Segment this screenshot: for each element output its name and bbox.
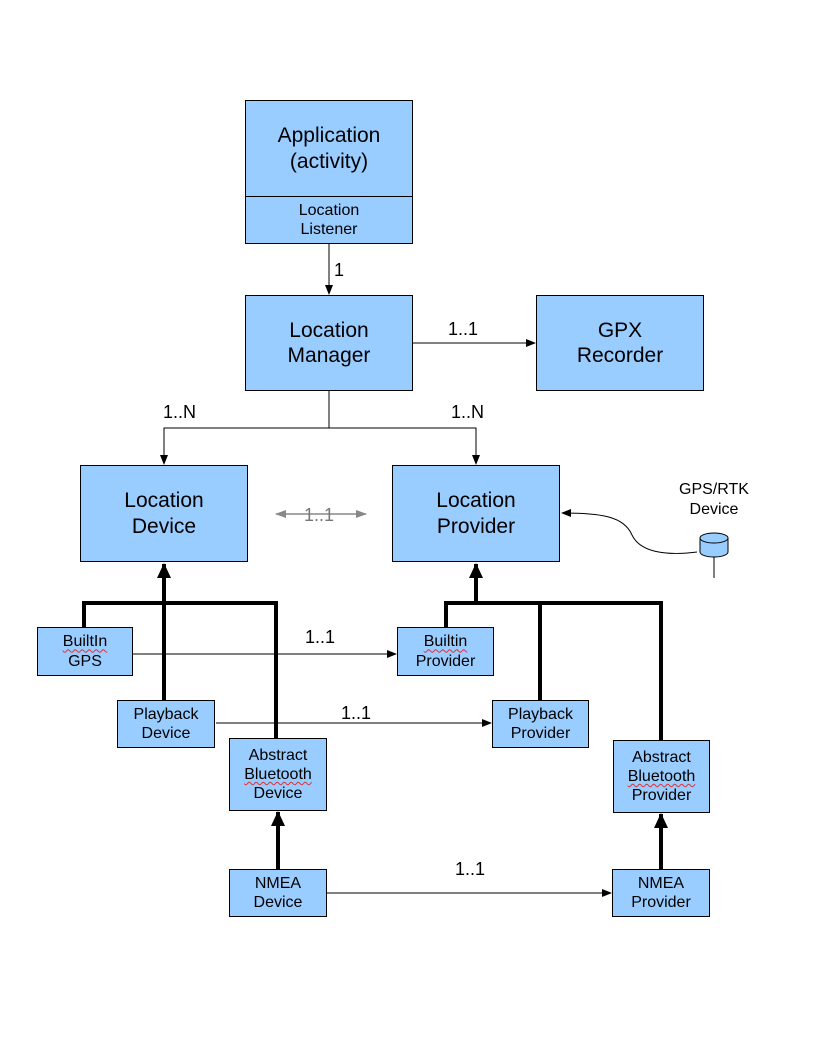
abstract-bt-provider-line1: Abstract: [632, 748, 691, 766]
playback-provider-line1: Playback: [508, 705, 573, 723]
abstract-bt-device-line1: Abstract: [248, 746, 308, 764]
gps-rtk-curve-arrow: [561, 509, 698, 554]
abstract-bluetooth-device-box: Abstract Bluetooth Device: [229, 738, 327, 811]
location-manager-box: Location Manager: [245, 295, 413, 391]
location-provider-line1: Location: [436, 489, 516, 513]
abstract-bluetooth-provider-box: Abstract Bluetooth Provider: [613, 740, 710, 813]
gpx-recorder-box: GPX Recorder: [536, 295, 704, 391]
playback-device-line2: Device: [141, 725, 191, 742]
abstract-bt-provider-line2: Bluetooth: [627, 767, 696, 785]
gpx-recorder-line2: Recorder: [576, 344, 664, 367]
application-header: Application (activity): [246, 101, 412, 197]
location-manager-line1: Location: [289, 318, 369, 342]
gps-rtk-label-line2: Device: [689, 501, 739, 518]
location-device-box: Location Device: [80, 465, 248, 562]
abstract-bt-provider-line3: Provider: [631, 787, 692, 805]
builtin-link-label: 1..1: [305, 627, 336, 647]
playback-provider-line2: Provider: [510, 725, 571, 742]
application-box: Application (activity) Location Listener: [245, 100, 413, 244]
location-listener-line2: Listener: [300, 221, 358, 238]
manager-to-gpx-label: 1..1: [448, 319, 479, 339]
device-provider-label: 1..1: [304, 505, 335, 525]
app-to-manager-label: 1: [334, 260, 345, 280]
gps-rtk-label-line1: GPS/RTK: [679, 481, 749, 498]
playback-link-label: 1..1: [341, 703, 372, 723]
abstract-bt-device-line2: Bluetooth: [244, 765, 312, 783]
provider-inheritance-bar: [444, 601, 663, 740]
application-subtitle: (activity): [289, 149, 369, 173]
manager-to-provider-label: 1..N: [451, 402, 485, 422]
abstract-bt-device-line3: Device: [253, 785, 303, 803]
manager-to-provider-arrow: [329, 427, 480, 465]
location-listener-section: Location Listener: [246, 197, 412, 243]
builtin-gps-line2: GPS: [68, 652, 102, 670]
nmea-provider-line1: NMEA: [637, 874, 685, 892]
application-title: Application: [277, 124, 381, 148]
nmea-device-line1: NMEA: [254, 874, 302, 892]
location-device-line1: Location: [124, 489, 204, 513]
location-listener-line1: Location: [298, 201, 360, 219]
nmea-link-label: 1..1: [455, 859, 486, 879]
location-device-line2: Device: [131, 514, 197, 538]
device-inheritance-bar: [82, 601, 278, 738]
nmea-provider-box: NMEA Provider: [612, 869, 710, 917]
manager-to-device-label: 1..N: [163, 402, 197, 422]
builtin-provider-line2: Provider: [415, 652, 476, 670]
location-provider-line2: Provider: [436, 514, 516, 538]
nmea-device-box: NMEA Device: [229, 869, 327, 917]
playback-provider-box: Playback Provider: [492, 700, 589, 748]
gpx-recorder-line1: GPX: [597, 318, 643, 342]
playback-device-line1: Playback: [133, 705, 199, 723]
builtin-gps-line1: BuiltIn: [62, 633, 108, 651]
builtin-gps-box: BuiltIn GPS: [37, 627, 133, 676]
builtin-provider-box: Builtin Provider: [397, 627, 494, 676]
location-provider-box: Location Provider: [392, 465, 560, 562]
location-manager-line2: Manager: [287, 344, 371, 367]
nmea-device-line2: Device: [253, 894, 303, 911]
manager-to-device-arrow: [160, 391, 330, 465]
builtin-provider-line1: Builtin: [423, 633, 468, 651]
gps-rtk-device-label: GPS/RTK Device: [664, 480, 764, 520]
gps-rtk-device-icon: [699, 532, 729, 578]
playback-device-box: Playback Device: [117, 700, 215, 748]
nmea-provider-line2: Provider: [631, 894, 691, 911]
